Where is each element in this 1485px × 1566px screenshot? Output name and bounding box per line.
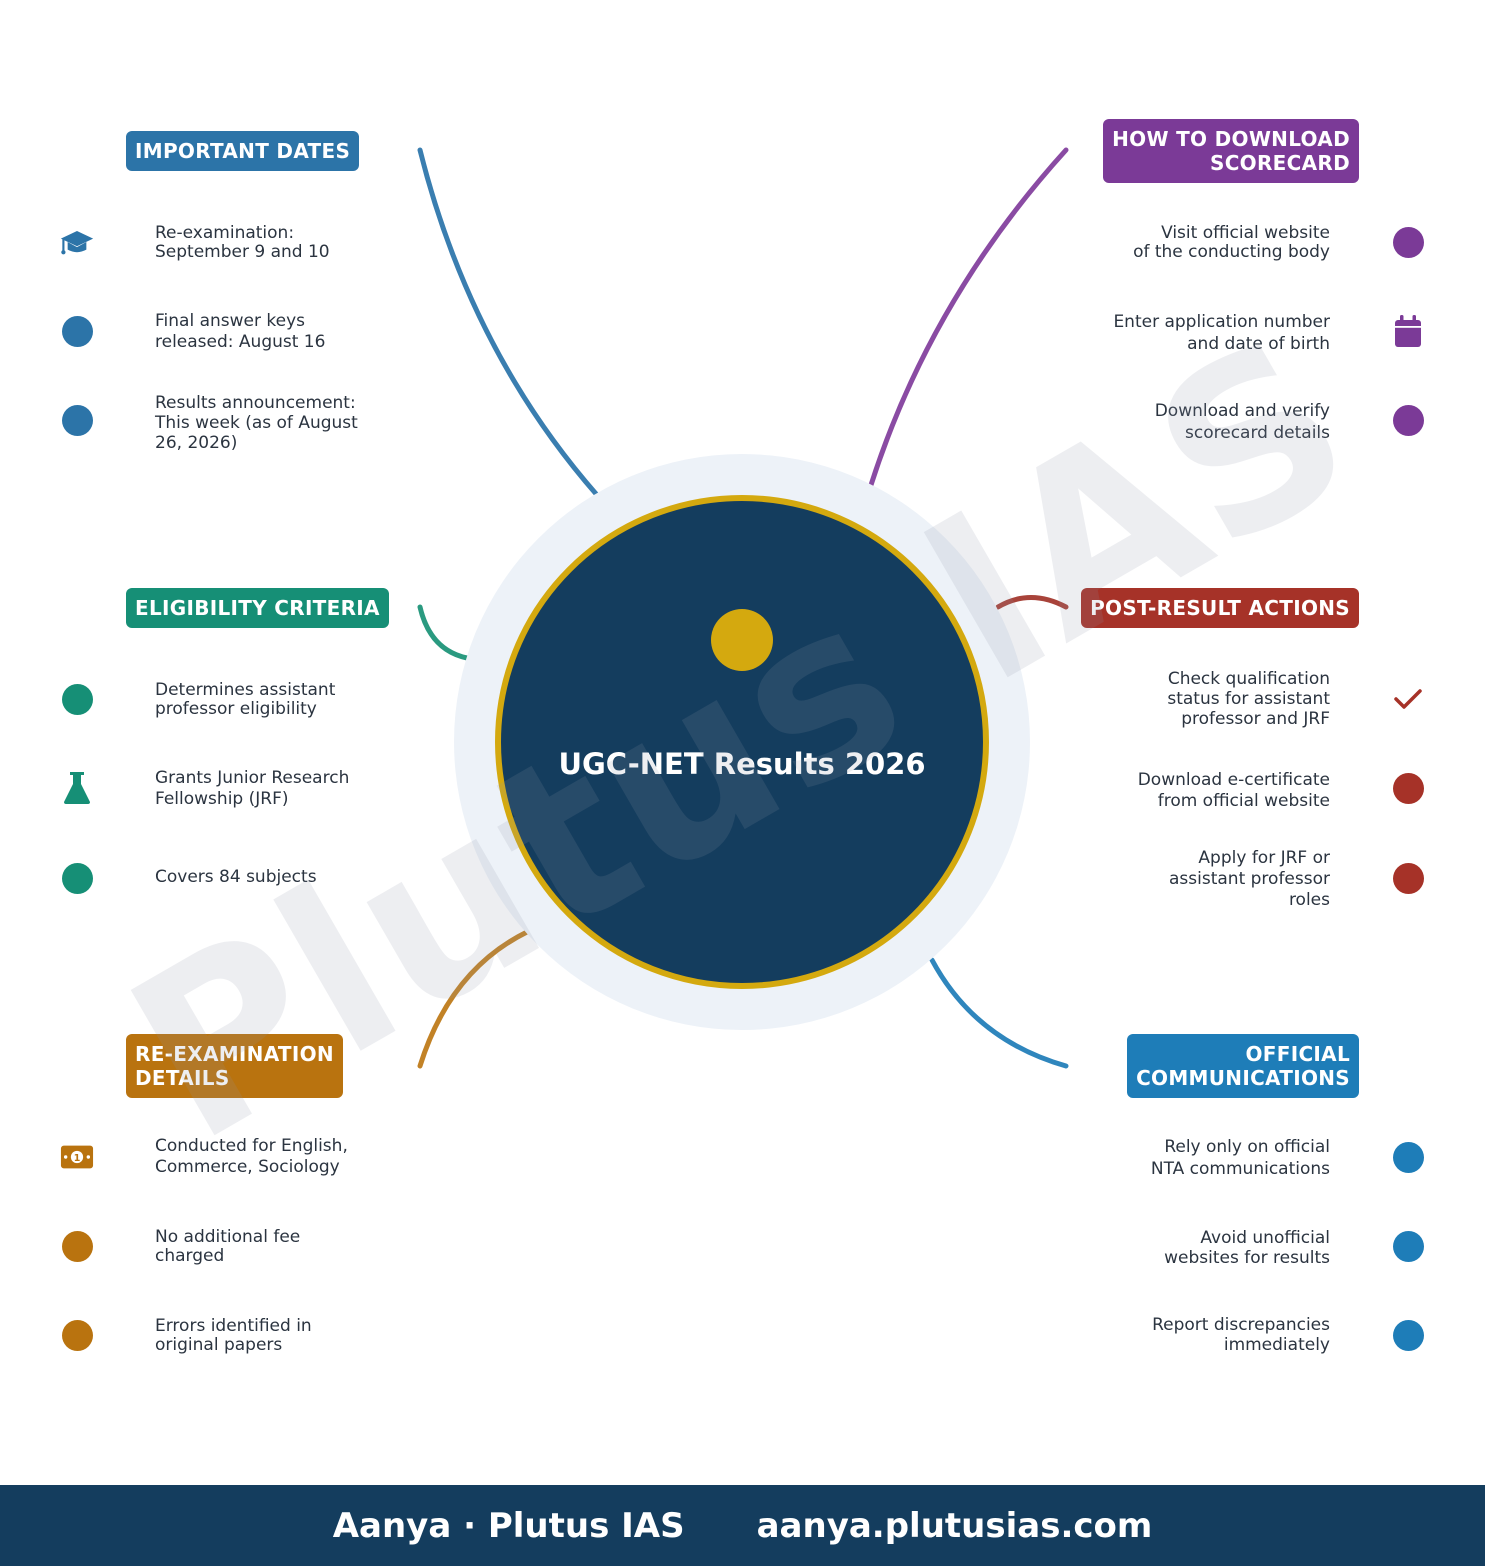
- list-item: Covers 84 subjects: [155, 867, 317, 887]
- center-node: [495, 495, 989, 989]
- connector-important-dates: [417, 147, 600, 498]
- list-item: Visit official website of the conducting…: [1133, 223, 1330, 262]
- calendar-icon: [1391, 314, 1425, 348]
- badge-how-to-download: HOW TO DOWNLOAD SCORECARD: [1103, 119, 1359, 183]
- list-item: Check qualification status for assistant…: [1167, 669, 1330, 729]
- dot-icon: [1391, 771, 1425, 805]
- svg-text:1: 1: [74, 1153, 81, 1164]
- graduation-cap-icon: [60, 225, 94, 259]
- center-dot-icon: [711, 609, 773, 671]
- flask-icon: [60, 771, 94, 805]
- list-item: Apply for JRF or assistant professor rol…: [1169, 848, 1330, 910]
- money-bill-icon: 1: [60, 1140, 94, 1174]
- dot-icon: [1391, 403, 1425, 437]
- footer-author: Aanya · Plutus IAS: [332, 1505, 685, 1546]
- center-title: UGC-NET Results 2026: [558, 747, 926, 781]
- list-item: Download and verify scorecard details: [1154, 401, 1330, 443]
- badge-re-examination-details: RE-EXAMINATION DETAILS: [126, 1034, 343, 1098]
- dot-icon: [60, 403, 94, 437]
- list-item: Determines assistant professor eligibili…: [155, 680, 336, 719]
- dot-icon: [60, 1229, 94, 1263]
- connector-communications: [929, 957, 1069, 1069]
- list-item: Avoid unofficial websites for results: [1164, 1228, 1330, 1268]
- list-item: Results announcement: This week (as of A…: [155, 393, 358, 453]
- list-item: Re-examination: September 9 and 10: [155, 223, 330, 262]
- dot-icon: [1391, 1229, 1425, 1263]
- list-item: No additional fee charged: [155, 1227, 301, 1266]
- footer: Aanya · Plutus IAS aanya.plutusias.com: [0, 1485, 1485, 1566]
- badge-post-result-actions: POST-RESULT ACTIONS: [1081, 588, 1359, 628]
- list-item: Enter application number and date of bir…: [1113, 312, 1330, 354]
- dot-icon: [1391, 225, 1425, 259]
- connector-re-examination: [417, 929, 530, 1069]
- list-item: Errors identified in original papers: [155, 1316, 312, 1355]
- list-item: Report discrepancies immediately: [1152, 1315, 1330, 1355]
- connector-download: [868, 147, 1069, 488]
- dot-icon: [1391, 861, 1425, 895]
- list-item: Conducted for English, Commerce, Sociolo…: [155, 1136, 348, 1177]
- dot-icon: [60, 682, 94, 716]
- badge-eligibility-criteria: ELIGIBILITY CRITERIA: [126, 588, 389, 628]
- list-item: Rely only on official NTA communications: [1150, 1137, 1330, 1179]
- list-item: Grants Junior Research Fellowship (JRF): [155, 768, 350, 809]
- dot-icon: [60, 861, 94, 895]
- dot-icon: [1391, 1318, 1425, 1352]
- list-item: Final answer keys released: August 16: [155, 311, 326, 352]
- mind-map-canvas: [417, 147, 1069, 1069]
- dot-icon: [60, 1318, 94, 1352]
- badge-official-communications: OFFICIAL COMMUNICATIONS: [1127, 1034, 1359, 1098]
- dot-icon: [1391, 1140, 1425, 1174]
- connector-post-result: [995, 595, 1069, 610]
- check-icon: [1391, 682, 1425, 716]
- footer-website: aanya.plutusias.com: [756, 1505, 1153, 1546]
- dot-icon: [60, 314, 94, 348]
- connector-eligibility: [417, 604, 470, 661]
- list-item: Download e-certificate from official web…: [1137, 770, 1330, 811]
- badge-important-dates: IMPORTANT DATES: [126, 131, 360, 171]
